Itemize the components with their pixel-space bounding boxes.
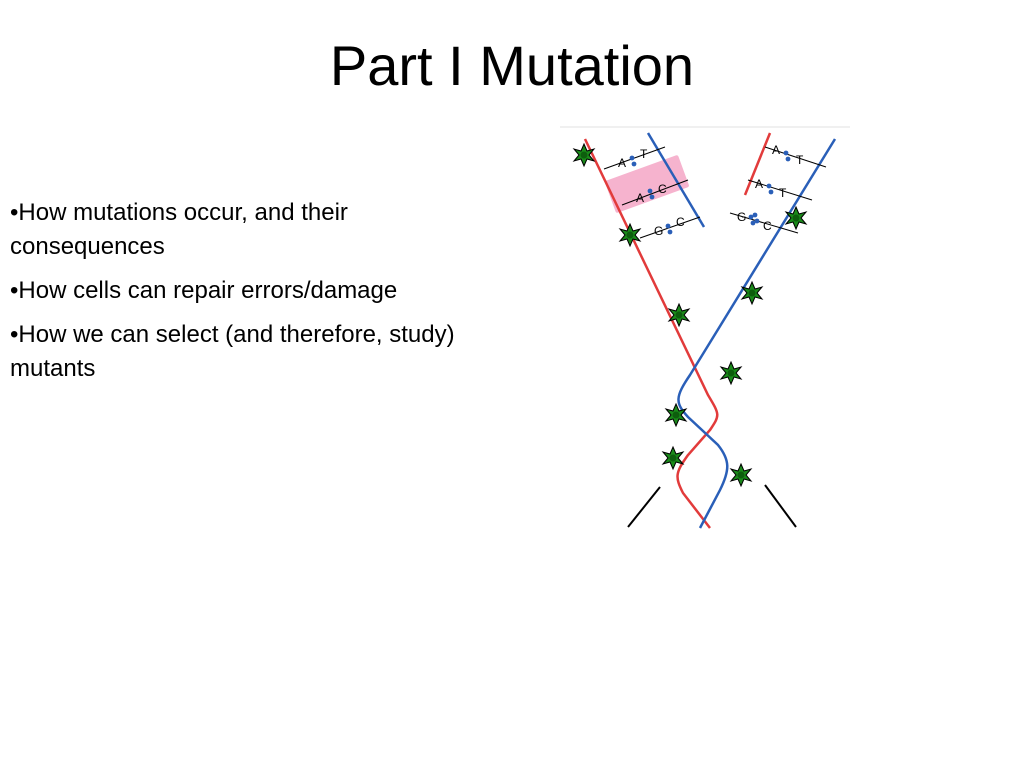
base-letter: A bbox=[636, 191, 644, 205]
bullet-item: •How mutations occur, and their conseque… bbox=[10, 199, 348, 260]
bullet-item: •How we can select (and therefore, study… bbox=[10, 321, 455, 382]
base-letter: T bbox=[779, 186, 787, 200]
lesion-star-icon bbox=[665, 403, 687, 427]
lesion-star-icon bbox=[730, 463, 752, 487]
base-letter: C bbox=[658, 182, 667, 196]
blue-strand-right bbox=[677, 138, 837, 529]
base-pair-left-3: G C bbox=[639, 215, 701, 239]
red-strand-right bbox=[743, 132, 772, 196]
fork-foot-left bbox=[627, 486, 661, 528]
base-pair-right-3: G C bbox=[729, 210, 799, 234]
blue-strand-left bbox=[646, 132, 706, 228]
lesion-star-icon bbox=[720, 361, 742, 385]
base-letter: T bbox=[640, 147, 648, 161]
base-letter: T bbox=[796, 153, 804, 167]
red-strand-left bbox=[583, 138, 719, 529]
base-letter: A bbox=[618, 156, 626, 170]
base-pair-right-2: A T bbox=[747, 177, 813, 201]
base-letter: G bbox=[737, 210, 746, 224]
base-letter: C bbox=[763, 219, 772, 233]
base-pair-right-1: A T bbox=[764, 143, 827, 168]
base-pair-left-2: A C bbox=[621, 179, 689, 206]
lesion-star-icon bbox=[573, 143, 595, 167]
slide-title: Part I Mutation bbox=[329, 34, 695, 97]
base-pair-left-1: A T bbox=[603, 146, 666, 170]
bullet-item: •How cells can repair errors/damage bbox=[10, 277, 398, 304]
base-letter: A bbox=[755, 177, 763, 191]
lesion-star-icon bbox=[785, 206, 807, 230]
fork-foot-right bbox=[764, 484, 797, 528]
bullet-list: •How mutations occur, and their conseque… bbox=[10, 196, 480, 396]
dna-replication-diagram: A T A C G C A T A T bbox=[560, 125, 850, 530]
base-letter: G bbox=[654, 224, 663, 238]
lesion-star-icon bbox=[619, 223, 641, 247]
mismatch-highlight bbox=[605, 155, 689, 213]
base-letter: A bbox=[772, 143, 780, 157]
base-letter: C bbox=[676, 215, 685, 229]
